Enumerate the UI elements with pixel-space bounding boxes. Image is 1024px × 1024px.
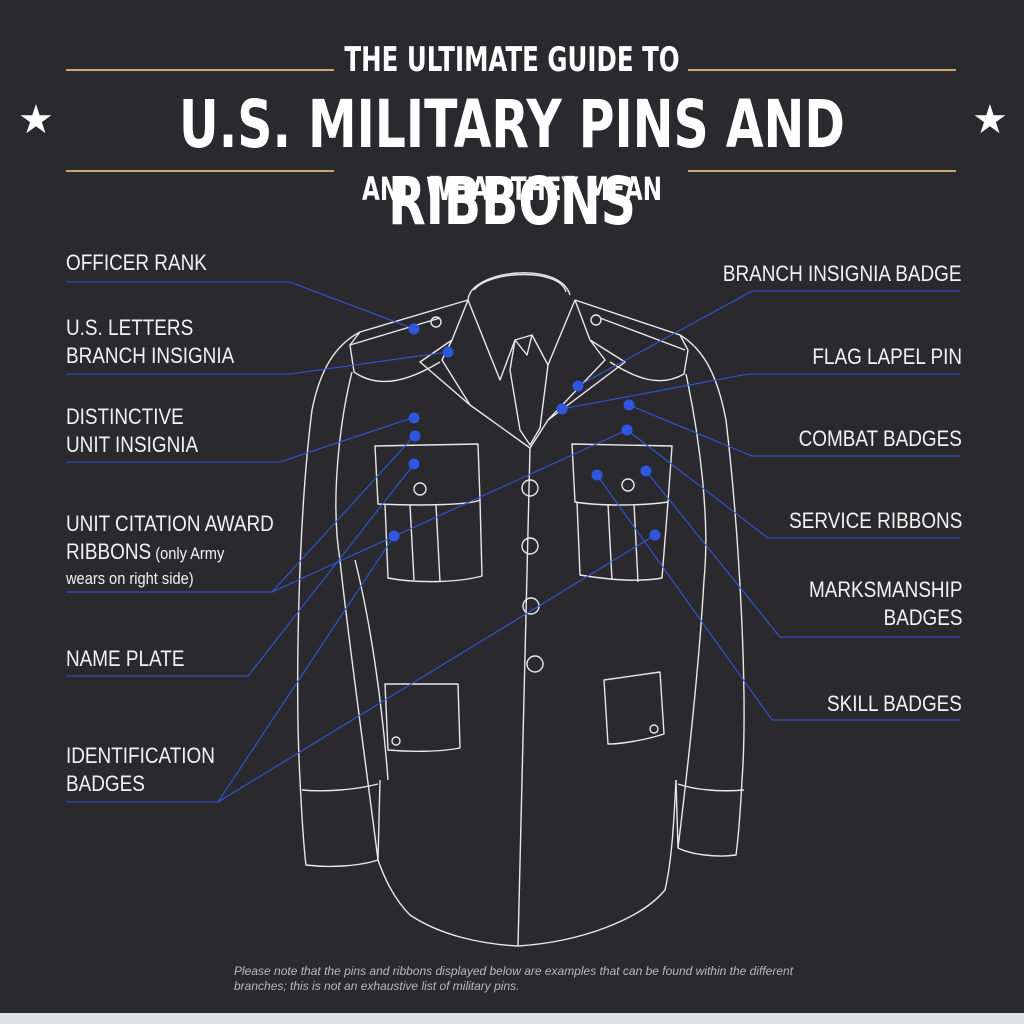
label-unit-citation-suffix: (only Army bbox=[151, 544, 225, 563]
leader-lines bbox=[66, 281, 960, 803]
dot-identification-right bbox=[649, 529, 661, 541]
dot-branch-insignia bbox=[572, 380, 584, 392]
leader-branch-insignia bbox=[577, 290, 960, 387]
label-branch-insignia-badge: BRANCH INSIGNIA BADGE bbox=[723, 260, 962, 288]
label-officer-rank: OFFICER RANK bbox=[66, 249, 207, 277]
leader-combat-badges bbox=[628, 404, 960, 457]
disclaimer-note: Please note that the pins and ribbons di… bbox=[234, 964, 794, 993]
label-distinctive-line1: DISTINCTIVE bbox=[66, 404, 184, 429]
leader-officer-rank bbox=[66, 281, 415, 330]
label-unit-citation-ribbons: RIBBONS bbox=[66, 539, 152, 564]
title-rule-top-right bbox=[688, 69, 956, 71]
leader-flag-lapel bbox=[561, 373, 960, 410]
label-service-text: SERVICE RIBBONS bbox=[788, 508, 962, 533]
title-top-line: THE ULTIMATE GUIDE TO bbox=[344, 40, 680, 80]
dot-flag-lapel bbox=[556, 403, 568, 415]
dot-marksmanship bbox=[640, 465, 652, 477]
label-us-letters-line2: BRANCH INSIGNIA bbox=[66, 343, 235, 368]
star-icon-left: ★ bbox=[18, 98, 54, 142]
bottom-strip bbox=[0, 1013, 1024, 1024]
label-distinctive-line2: UNIT INSIGNIA bbox=[66, 432, 199, 457]
pin-dots bbox=[388, 323, 661, 542]
dot-distinctive-unit-2 bbox=[409, 430, 421, 442]
leader-service-ribbons bbox=[626, 429, 960, 539]
leader-name-plate bbox=[66, 463, 415, 677]
label-name-plate: NAME PLATE bbox=[66, 645, 184, 673]
label-marksmanship: MARKSMANSHIP BADGES bbox=[809, 576, 962, 632]
title-bottom-line: AND WHAT THEY MEAN bbox=[362, 170, 662, 208]
label-identification-line1: IDENTIFICATION bbox=[66, 743, 215, 768]
jacket-outline bbox=[297, 272, 745, 947]
leader-identification-2 bbox=[217, 534, 656, 803]
title-rule-top-left bbox=[66, 69, 334, 71]
page-title: U.S. MILITARY PINS AND RIBBONS bbox=[179, 86, 845, 240]
label-marksmanship-line1: MARKSMANSHIP bbox=[808, 577, 962, 602]
leader-distinctive-unit bbox=[66, 417, 413, 463]
label-unit-citation-extra: wears on right side) bbox=[66, 569, 194, 588]
label-service-ribbons: SERVICE RIBBONS bbox=[789, 507, 962, 535]
star-icon-right: ★ bbox=[972, 98, 1008, 142]
label-unit-citation: UNIT CITATION AWARD RIBBONS (only Army w… bbox=[66, 510, 274, 590]
dot-combat-badges bbox=[623, 399, 635, 411]
label-identification-line2: BADGES bbox=[66, 771, 145, 796]
label-distinctive-unit: DISTINCTIVE UNIT INSIGNIA bbox=[66, 403, 198, 459]
label-flag-lapel-pin: FLAG LAPEL PIN bbox=[812, 343, 962, 371]
title-rule-bottom-left bbox=[66, 170, 334, 172]
dot-distinctive-unit-1 bbox=[408, 412, 420, 424]
dot-name-plate bbox=[408, 458, 420, 470]
dot-officer-rank bbox=[408, 323, 420, 335]
label-skill-text: SKILL BADGES bbox=[827, 691, 962, 716]
label-combat-badges: COMBAT BADGES bbox=[799, 425, 962, 453]
label-unit-citation-line1: UNIT CITATION AWARD bbox=[66, 511, 274, 536]
label-flag-lapel-text: FLAG LAPEL PIN bbox=[812, 344, 962, 369]
label-us-letters: U.S. LETTERS BRANCH INSIGNIA bbox=[66, 314, 234, 370]
dot-skill-badges bbox=[591, 469, 603, 481]
label-name-plate-text: NAME PLATE bbox=[66, 646, 185, 671]
label-us-letters-line1: U.S. LETTERS bbox=[66, 315, 194, 340]
label-branch-insignia-text: BRANCH INSIGNIA BADGE bbox=[723, 261, 962, 286]
label-officer-rank-text: OFFICER RANK bbox=[66, 250, 207, 275]
label-skill-badges: SKILL BADGES bbox=[827, 690, 962, 718]
label-marksmanship-line2: BADGES bbox=[883, 605, 962, 630]
leader-us-letters bbox=[66, 351, 449, 375]
dot-us-letters bbox=[442, 346, 454, 358]
leader-skill-badges bbox=[596, 474, 960, 721]
leader-unit-citation-2 bbox=[271, 429, 628, 593]
leader-marksmanship bbox=[645, 470, 960, 638]
label-identification: IDENTIFICATION BADGES bbox=[66, 742, 215, 798]
label-unit-citation-line3: wears on right side) bbox=[66, 568, 274, 590]
dot-identification-left bbox=[388, 530, 400, 542]
title-rule-bottom-right bbox=[688, 170, 956, 172]
label-combat-text: COMBAT BADGES bbox=[798, 426, 962, 451]
label-unit-citation-line2: RIBBONS (only Army bbox=[66, 538, 274, 568]
dot-service-ribbons bbox=[621, 424, 633, 436]
